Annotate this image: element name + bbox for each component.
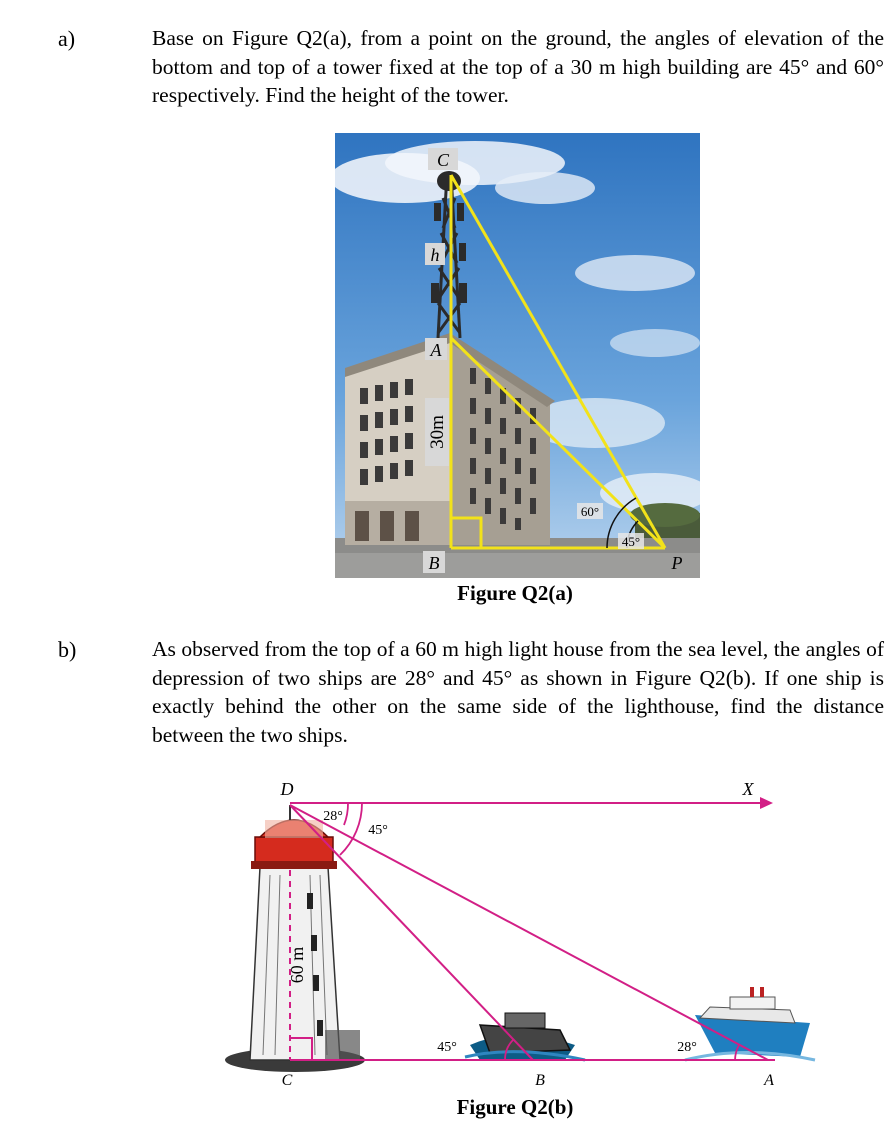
label-a: A (763, 1072, 774, 1089)
question-a-label: a) (58, 26, 76, 51)
label-c: C (282, 1072, 293, 1089)
angle-arc-60 (606, 497, 637, 549)
label-a: A (430, 340, 443, 360)
question-b-label: b) (58, 637, 77, 662)
label-angle-60: 60° (581, 504, 599, 519)
label-angle-28-bottom: 28° (677, 1040, 697, 1055)
label-angle-45-bottom: 45° (437, 1040, 457, 1055)
label-p: P (671, 553, 683, 573)
question-a-text: Base on Figure Q2(a), from a point on th… (152, 26, 884, 108)
label-30m: 30m (427, 415, 448, 449)
label-x: X (742, 779, 755, 799)
arc-45-bottom (504, 1039, 514, 1061)
label-angle-45-top: 45° (368, 823, 388, 838)
figure-q2a-caption: Figure Q2(a) (457, 581, 573, 605)
ship-a (684, 987, 816, 1062)
label-angle-28-top: 28° (323, 809, 343, 824)
label-b: B (535, 1072, 545, 1089)
question-b-text: As observed from the top of a 60 m high … (152, 637, 884, 747)
label-60m: 60 m (287, 947, 307, 984)
figure-q2b-caption: Figure Q2(b) (456, 1095, 574, 1119)
arc-28-bottom (734, 1044, 740, 1061)
label-d: D (280, 779, 294, 799)
magenta-lines (289, 802, 775, 1061)
arc-28-top (343, 802, 349, 826)
label-b: B (429, 553, 440, 573)
lighthouse (225, 805, 365, 1072)
label-angle-45: 45° (622, 534, 640, 549)
label-h: h (431, 245, 440, 265)
label-c: C (437, 150, 450, 170)
ship-b (464, 1012, 586, 1062)
arc-45-top (339, 802, 363, 856)
figure-q2b: 60 m D X 28° 45° 45° 28° C B A (225, 779, 816, 1089)
figure-q2a: C h A 30m B P 60° 45° (335, 133, 700, 578)
yellow-triangle-lines (449, 174, 667, 550)
arrow-x-head (760, 797, 773, 809)
